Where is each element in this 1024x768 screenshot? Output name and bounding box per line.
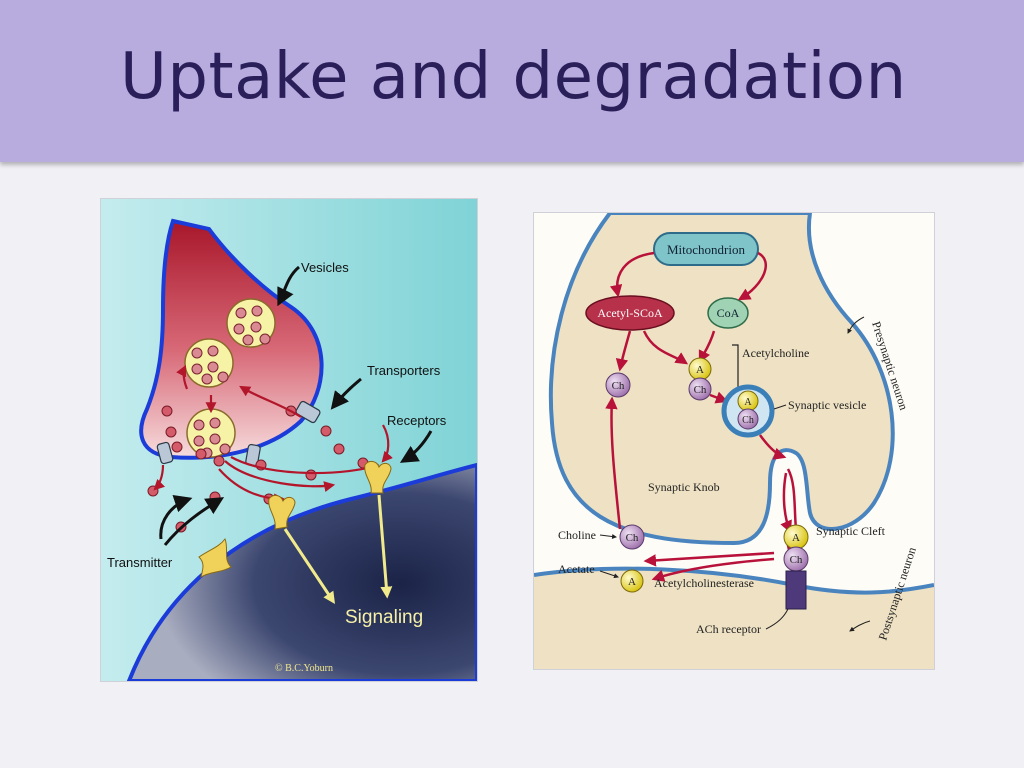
label-mitochondrion: Mitochondrion — [667, 242, 745, 257]
postsynaptic-membrane — [126, 462, 479, 683]
label-ch-vesicle: Ch — [742, 415, 754, 426]
choline-molecule — [619, 524, 645, 550]
uptake-diagram: Vesicles Transporters Receptors Transmit… — [101, 199, 479, 683]
label-signaling: Signaling — [345, 607, 423, 628]
label-ch-free: Ch — [612, 380, 625, 392]
choline-molecule — [605, 372, 631, 398]
vesicle — [226, 298, 276, 348]
transporter — [156, 441, 174, 465]
ach-cycle-figure-panel: Mitochondrion Acetyl-SCoA CoA Ch A — [533, 211, 935, 670]
vesicle — [184, 338, 234, 388]
uptake-figure-panel: Vesicles Transporters Receptors Transmit… — [100, 198, 479, 683]
acetate-pointer — [599, 570, 619, 579]
label-acetylcholinesterase: Acetylcholinesterase — [654, 576, 754, 590]
acetyl-scoa — [585, 295, 675, 331]
label-synaptic-cleft: Synaptic Cleft — [816, 524, 886, 538]
label-synaptic-knob: Synaptic Knob — [648, 480, 720, 494]
choline-molecule — [737, 408, 759, 430]
ach-receptor — [785, 570, 807, 610]
label-coa: CoA — [717, 306, 740, 320]
label-transporters: Transporters — [367, 363, 441, 378]
label-choline: Choline — [558, 528, 596, 542]
label-acetylcholine: Acetylcholine — [742, 346, 809, 360]
label-receptors: Receptors — [387, 413, 447, 428]
transporter — [295, 400, 321, 424]
slide-title: Uptake and degradation — [120, 40, 907, 114]
mitochondrion — [653, 232, 759, 266]
choline-pointer — [599, 534, 617, 539]
coa — [707, 297, 749, 329]
vesicle-leader — [773, 404, 787, 410]
callout-arrows — [159, 265, 433, 546]
postsynaptic-membrane — [533, 566, 935, 595]
label-acetate: Acetate — [558, 562, 595, 576]
postsynaptic-pointer — [849, 620, 871, 632]
label-credit: © B.C.Yoburn — [275, 663, 333, 674]
choline-molecule — [688, 377, 712, 401]
label-ach-receptor: ACh receptor — [696, 622, 761, 636]
label-ch-pair: Ch — [694, 384, 707, 396]
label-acetyl-scoa: Acetyl-SCoA — [597, 306, 663, 320]
label-transmitter: Transmitter — [107, 555, 173, 570]
vesicle — [186, 408, 236, 459]
label-a-pair: A — [696, 364, 704, 376]
label-ch-cleft: Ch — [790, 554, 803, 566]
label-a-vesicle: A — [744, 397, 752, 408]
acetate-molecule — [620, 569, 644, 593]
label-synaptic-vesicle: Synaptic vesicle — [788, 398, 866, 412]
receptor — [198, 460, 392, 579]
presynaptic-pointer — [847, 316, 865, 334]
signaling-arrows — [283, 494, 393, 604]
label-a-cleft: A — [792, 532, 800, 544]
title-band: Uptake and degradation — [0, 0, 1024, 162]
label-a-product: A — [628, 576, 636, 588]
label-ch-product: Ch — [626, 532, 639, 544]
postsynaptic-region — [534, 568, 934, 669]
label-vesicles: Vesicles — [301, 260, 349, 275]
ach-cycle-diagram: Mitochondrion Acetyl-SCoA CoA Ch A — [533, 211, 935, 669]
receptor-pointer — [765, 608, 789, 630]
